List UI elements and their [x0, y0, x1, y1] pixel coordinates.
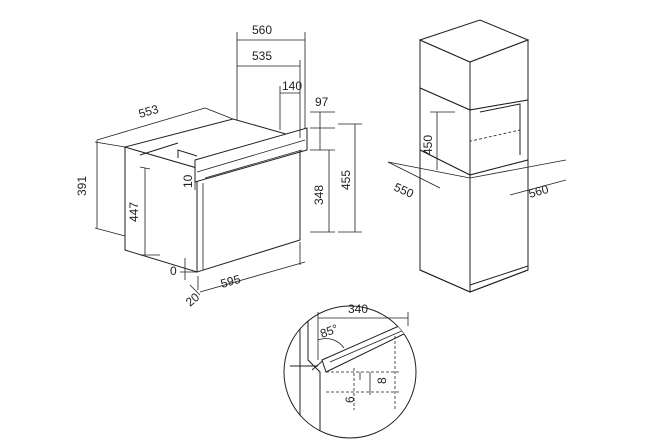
- dim-0-label: 0: [170, 264, 177, 278]
- oven-view: 553 391 447 10 0 20 595 560 535: [75, 23, 362, 309]
- detail-circle: [283, 305, 417, 439]
- dim-85-angle-label: 85°: [318, 321, 340, 340]
- dim-447-label: 447: [127, 202, 141, 222]
- cabinet-lower-side: [419, 149, 471, 293]
- door-detail: 340 85° 6 8: [283, 302, 417, 439]
- dim-97-label: 97: [315, 95, 329, 109]
- dim-391-label: 391: [75, 176, 89, 196]
- dim-10-label: 10: [181, 174, 195, 188]
- dim-535-label: 535: [252, 49, 272, 63]
- dim-348-label: 348: [312, 185, 326, 205]
- dim-550-label: 550: [392, 180, 416, 201]
- dim-450-label: 450: [421, 135, 435, 155]
- dim-8-label: 8: [375, 377, 389, 384]
- dim-140-label: 140: [282, 79, 302, 93]
- cabinet-view: 450 550 560: [387, 19, 567, 293]
- cabinet-lower-front: [469, 159, 529, 293]
- dim-455-label: 455: [339, 170, 353, 190]
- dim-340-label: 340: [348, 302, 368, 316]
- dim-6-label: 6: [343, 396, 357, 403]
- dim-560-right-label: 560: [527, 182, 550, 201]
- dim-560-top-label: 560: [252, 23, 272, 37]
- dim-553-label: 553: [137, 102, 160, 121]
- dim-595-label: 595: [219, 272, 242, 291]
- dim-20-label: 20: [183, 290, 202, 310]
